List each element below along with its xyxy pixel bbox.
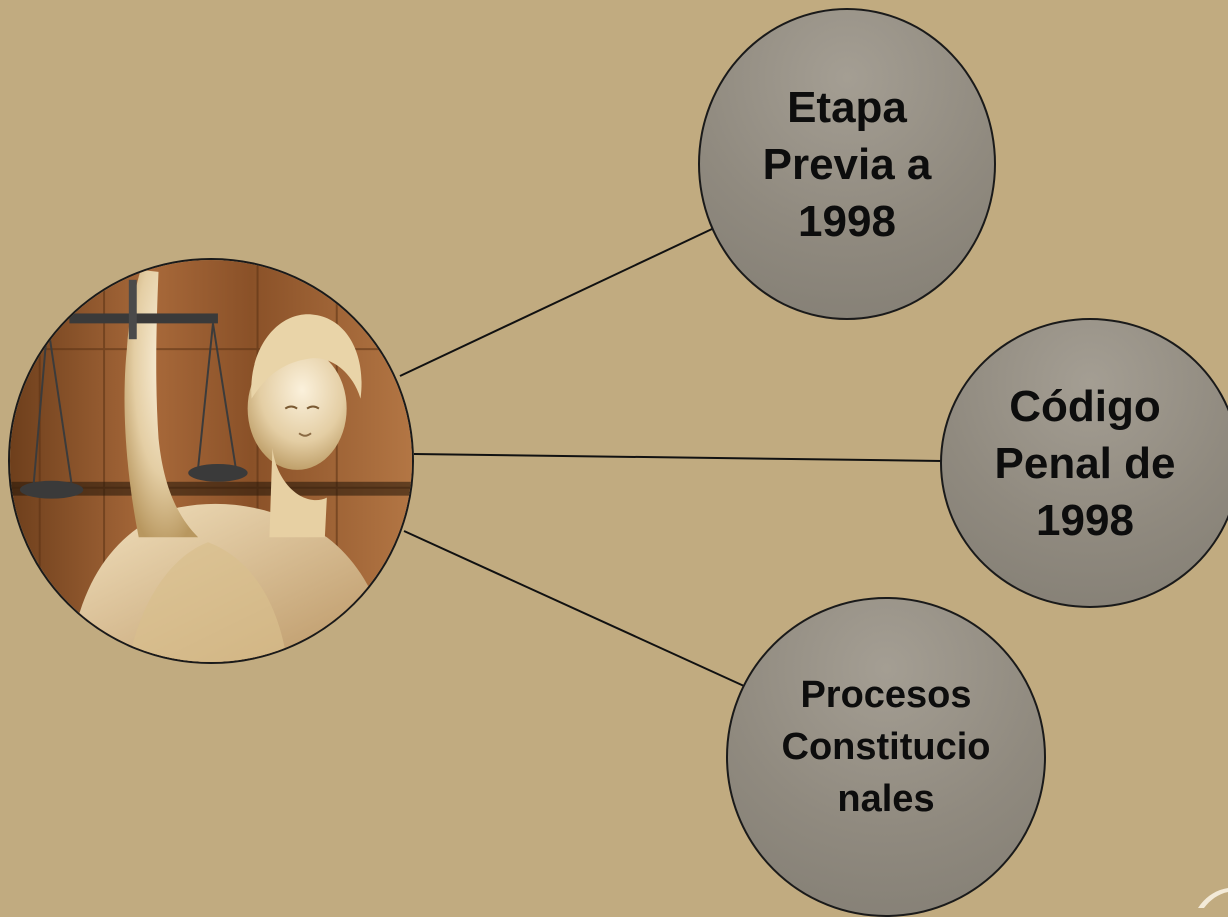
connector-hub-to-etapa	[399, 228, 713, 377]
node-codigo-penal: Código Penal de 1998	[940, 318, 1228, 608]
connector-hub-to-procesos	[403, 530, 745, 687]
lady-justice-statue-image	[10, 260, 412, 662]
corner-decoration-swoosh	[1198, 888, 1228, 908]
hub-justice-image	[8, 258, 414, 664]
connector-hub-to-codigo	[413, 453, 943, 462]
node-codigo-label: Código Penal de 1998	[994, 381, 1176, 545]
node-procesos-constitucionales: Procesos Constitucio nales	[726, 597, 1046, 917]
node-etapa-label: Etapa Previa a 1998	[762, 82, 932, 246]
node-etapa-previa: Etapa Previa a 1998	[698, 8, 996, 320]
node-procesos-label: Procesos Constitucio nales	[781, 674, 991, 820]
